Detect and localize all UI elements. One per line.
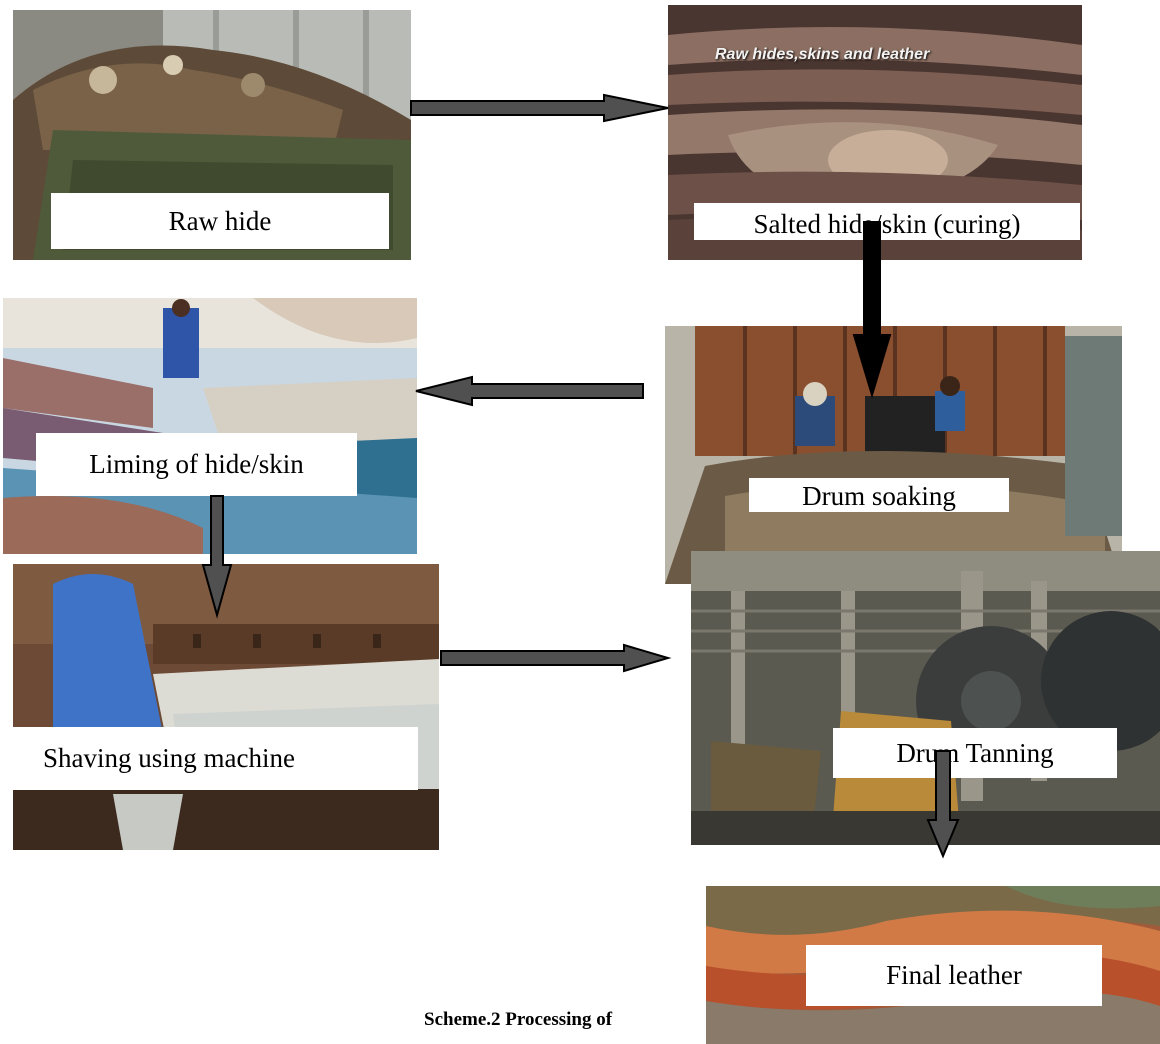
liming-photo (3, 298, 417, 554)
step-label-salted-hide: Salted hide/skin (curing) (694, 203, 1080, 240)
step-label-drum-tanning: Drum Tanning (833, 728, 1117, 778)
step-label-final-leather: Final leather (806, 945, 1102, 1006)
arrow-shaving-to-tanning (440, 643, 672, 673)
photo-overlay-text: Raw hides,skins and leather (715, 46, 930, 63)
scheme-caption: Scheme.2 Processing of (424, 1009, 613, 1030)
arrow-soaking-to-liming (415, 375, 644, 407)
arrow-raw-to-salted (410, 93, 669, 123)
arrow-liming-to-shaving (201, 495, 233, 619)
step-label-drum-soaking: Drum soaking (749, 478, 1009, 512)
shaving-photo (13, 564, 439, 850)
step-label-liming: Liming of hide/skin (36, 433, 357, 496)
step-label-raw-hide: Raw hide (51, 193, 389, 249)
arrow-salted-to-soaking (852, 221, 892, 399)
arrow-tanning-to-final (926, 750, 960, 859)
step-label-shaving: Shaving using machine (13, 727, 418, 790)
